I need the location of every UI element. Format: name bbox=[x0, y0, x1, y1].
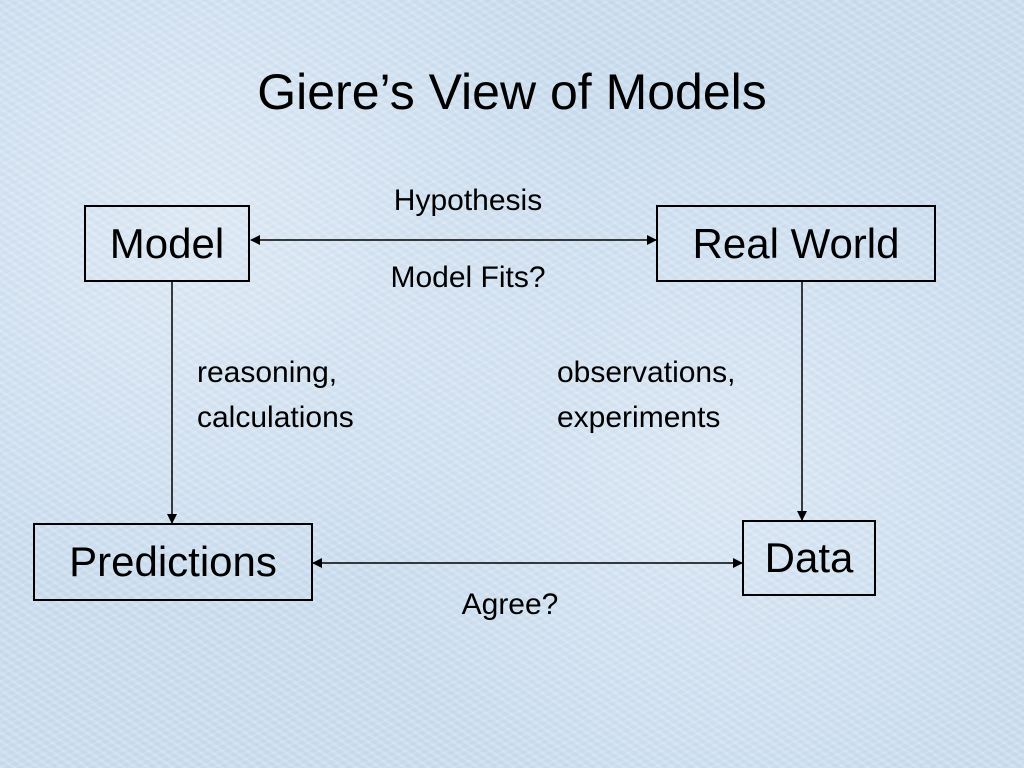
observations-label: observations, experiments bbox=[557, 350, 735, 440]
predictions-box: Predictions bbox=[33, 523, 313, 601]
model-fits-label: Model Fits? bbox=[390, 261, 546, 294]
predictions-label: Predictions bbox=[69, 538, 277, 585]
data-label: Data bbox=[764, 534, 854, 581]
reasoning-line1: reasoning, bbox=[197, 356, 338, 389]
real-world-box: Real World bbox=[656, 205, 936, 282]
hypothesis-label: Hypothesis bbox=[393, 184, 543, 217]
slide-title: Giere’s View of Models bbox=[257, 64, 767, 120]
data-box: Data bbox=[742, 520, 876, 596]
observations-line1: observations, bbox=[557, 356, 736, 389]
model-box: Model bbox=[84, 205, 250, 282]
agree-label: Agree? bbox=[461, 588, 559, 621]
model-label: Model bbox=[109, 219, 225, 267]
real-world-label: Real World bbox=[692, 219, 900, 267]
reasoning-label: reasoning, calculations bbox=[197, 350, 354, 440]
reasoning-line2: calculations bbox=[197, 401, 354, 434]
observations-line2: experiments bbox=[557, 401, 721, 434]
